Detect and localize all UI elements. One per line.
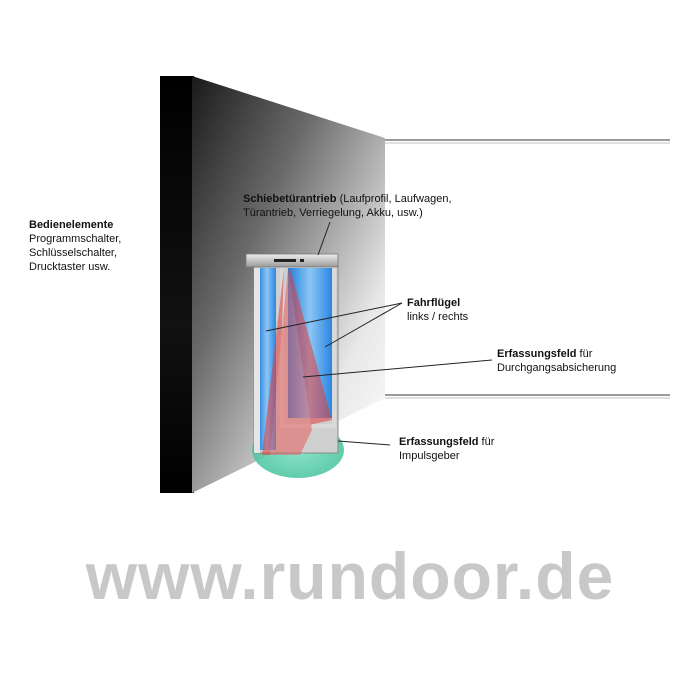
label-impulsgeber-rest: für	[478, 436, 495, 448]
leader-lines	[265, 221, 493, 446]
label-impulsgeber-line2: Impulsgeber	[399, 450, 460, 462]
label-impulsgeber-title: Erfassungsfeld	[399, 436, 479, 448]
label-schiebetuerantrieb-line2: Türantrieb, Verriegelung, Akku, usw.)	[243, 207, 423, 219]
label-durchgangsabsicherung-title: Erfassungsfeld	[497, 348, 577, 360]
label-fahrfluegel-line2: links / rechts	[407, 311, 469, 323]
watermark-url: www.rundoor.de	[85, 539, 615, 613]
label-bedienelemente-line3: Drucktaster usw.	[29, 261, 111, 273]
right-wall	[383, 139, 670, 399]
label-impulsgeber: Erfassungsfeld für Impulsgeber	[399, 435, 494, 463]
label-bedienelemente-line2: Schlüsselschalter,	[29, 247, 118, 259]
label-durchgangsabsicherung: Erfassungsfeld für Durchgangsabsicherung	[497, 347, 616, 375]
label-schiebetuerantrieb: Schiebetürantrieb (Laufprofil, Laufwagen…	[243, 192, 452, 220]
label-fahrfluegel: Fahrflügel links / rechts	[407, 296, 468, 324]
label-durchgangsabsicherung-line2: Durchgangsabsicherung	[497, 362, 617, 374]
label-bedienelemente: Bedienelemente Programmschalter, Schlüss…	[29, 218, 121, 274]
label-schiebetuerantrieb-title: Schiebetürantrieb	[243, 193, 337, 205]
label-durchgangsabsicherung-rest: für	[576, 348, 593, 360]
label-bedienelemente-title: Bedienelemente	[29, 219, 114, 231]
label-schiebetuerantrieb-rest: (Laufprofil, Laufwagen,	[336, 193, 452, 205]
passage-sensor-field	[262, 268, 332, 455]
drive-rail	[245, 253, 339, 268]
label-bedienelemente-line1: Programmschalter,	[29, 233, 122, 245]
label-fahrfluegel-title: Fahrflügel	[407, 297, 461, 309]
